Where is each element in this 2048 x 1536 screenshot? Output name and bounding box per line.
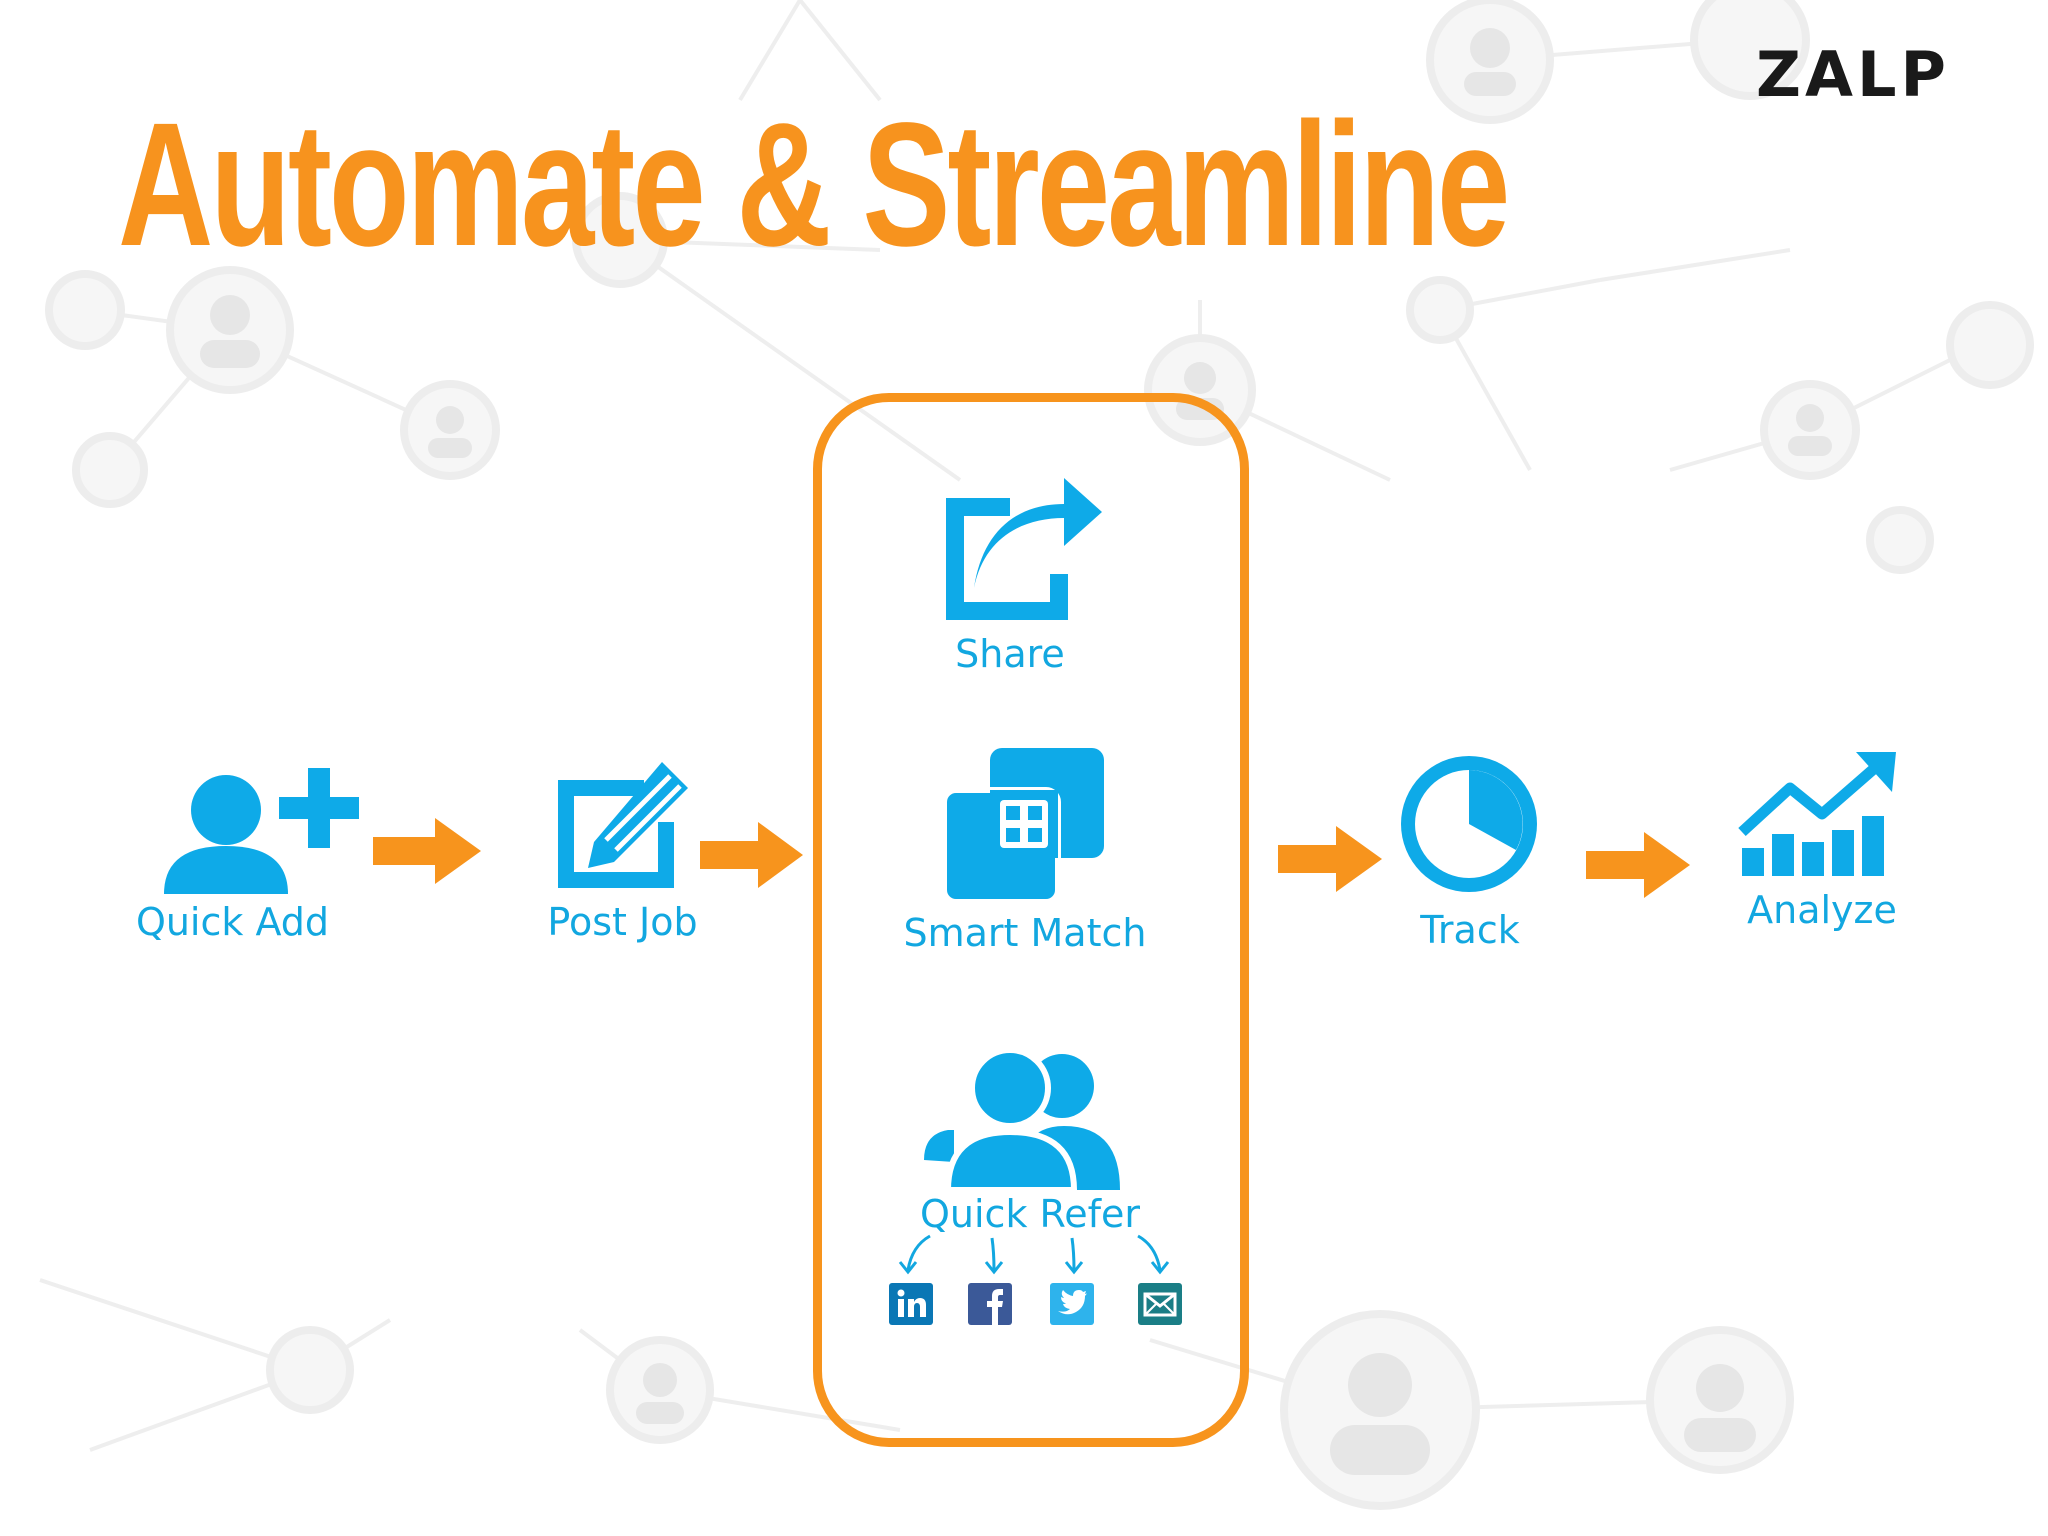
track-label: Track: [1420, 908, 1520, 952]
edit-document-icon: [558, 762, 688, 888]
flow-arrow-2: [700, 822, 803, 888]
smart-match-icon: [944, 748, 1104, 903]
flow-arrow-4: [1586, 832, 1690, 898]
add-user-icon: [164, 768, 359, 894]
growth-chart-icon: [1738, 752, 1896, 876]
group-icon: [924, 1052, 1120, 1190]
email-icon: [1138, 1283, 1182, 1325]
linkedin-icon: [889, 1283, 933, 1325]
share-icon: [946, 478, 1102, 620]
analyze-label: Analyze: [1747, 888, 1897, 932]
twitter-icon: [1050, 1283, 1094, 1325]
smart-match-label: Smart Match: [903, 911, 1147, 955]
page-title: Automate & Streamline: [118, 87, 1510, 283]
facebook-icon: [968, 1283, 1012, 1325]
post-job-label: Post Job: [547, 900, 698, 944]
share-label: Share: [955, 632, 1065, 676]
grouped-steps-frame: [813, 393, 1249, 1447]
zalp-logo: ZALP: [1756, 38, 1999, 111]
logo-text: ZALP: [1756, 38, 1950, 111]
refer-arrows: [898, 1234, 1170, 1275]
flow-arrow-1: [373, 818, 481, 884]
quick-refer-label: Quick Refer: [920, 1192, 1140, 1236]
quick-add-label: Quick Add: [135, 900, 330, 944]
flow-arrow-3: [1278, 826, 1382, 892]
clock-icon: [1401, 756, 1537, 892]
